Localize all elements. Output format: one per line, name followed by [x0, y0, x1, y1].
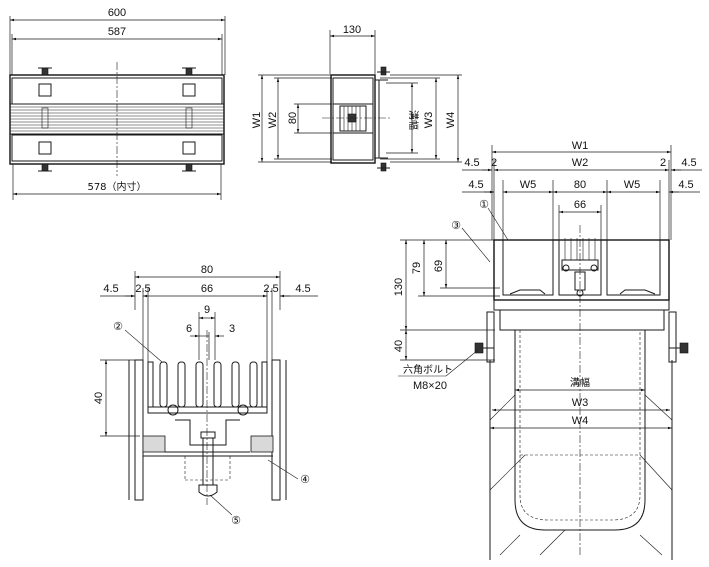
- section-bolt-size: M8×20: [413, 380, 447, 392]
- dim-578-label: 578（内寸）: [87, 180, 146, 193]
- side-view: 130 W1 W2 80: [251, 24, 462, 172]
- detail-2-5-right-label: 2.5: [263, 283, 278, 295]
- detail-6-label: 6: [186, 323, 192, 335]
- section-4-5-tl-label: 4.5: [464, 157, 479, 169]
- side-groove-label: 溝幅: [407, 110, 420, 130]
- detail-4-5-left-label: 4.5: [103, 283, 118, 295]
- detail-4-5-right-label: 4.5: [295, 283, 310, 295]
- section-callout-3: ③: [451, 220, 461, 232]
- section-69-label: 69: [433, 260, 445, 272]
- section-66-label: 66: [574, 199, 586, 211]
- section-bolt-name: 六角ボルト: [403, 364, 453, 376]
- section-w1-label: W1: [572, 140, 589, 152]
- detail-66-label: 66: [201, 283, 213, 295]
- detail-3-label: 3: [229, 323, 235, 335]
- detail-view: 80 4.5 2.5 66 2.5 4.5 9 6 3 40: [93, 264, 318, 527]
- section-callout-1: ①: [479, 199, 489, 211]
- detail-callout-5: ⑤: [231, 515, 241, 527]
- section-80-label: 80: [574, 179, 586, 191]
- detail-9-label: 9: [204, 304, 210, 316]
- section-40-label: 40: [393, 340, 405, 352]
- section-w5-left-label: W5: [520, 179, 537, 191]
- detail-40-label: 40: [93, 392, 105, 404]
- dim-587-label: 587: [108, 26, 126, 38]
- section-view: W1 4.5 2 W2 2 4.5 4.5 W5 80 W5 4.5: [393, 140, 702, 560]
- detail-callout-2: ②: [113, 321, 123, 333]
- section-w5-right-label: W5: [624, 179, 641, 191]
- side-w4-label: W4: [445, 112, 457, 129]
- section-2-right-label: 2: [660, 157, 666, 169]
- section-79-label: 79: [411, 262, 423, 274]
- side-80-label: 80: [287, 112, 299, 124]
- section-groove-label: 溝幅: [570, 376, 590, 389]
- section-w4-label: W4: [572, 415, 589, 427]
- section-w3-label: W3: [572, 397, 589, 409]
- section-130-label: 130: [393, 278, 405, 296]
- dim-130-label: 130: [343, 24, 361, 36]
- section-4-5-mr-label: 4.5: [678, 179, 693, 191]
- section-4-5-ml-label: 4.5: [468, 179, 483, 191]
- section-2-left-label: 2: [491, 157, 497, 169]
- dim-600-label: 600: [108, 7, 126, 19]
- section-4-5-tr-label: 4.5: [681, 157, 696, 169]
- side-w3-label: W3: [423, 112, 435, 129]
- detail-2-5-left-label: 2.5: [135, 283, 150, 295]
- top-view: 600 587: [9, 7, 226, 200]
- side-w2-label: W2: [267, 112, 279, 129]
- side-w1-label: W1: [251, 112, 263, 129]
- section-w2-label: W2: [572, 157, 589, 169]
- detail-80-label: 80: [201, 264, 213, 276]
- detail-callout-4: ④: [300, 474, 310, 486]
